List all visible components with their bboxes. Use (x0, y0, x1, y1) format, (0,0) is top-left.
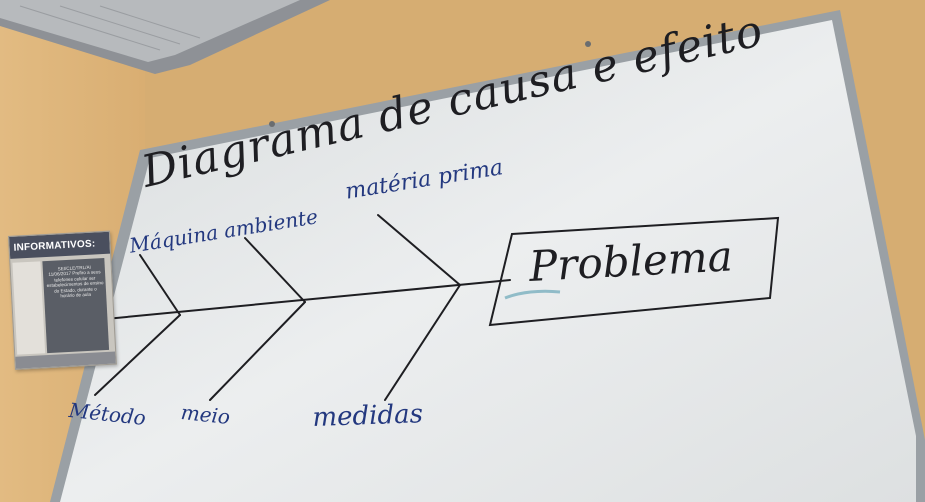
bone-meio (209, 301, 306, 401)
problem-box (488, 216, 780, 327)
bone-metodo (94, 314, 181, 396)
whiteboard-surface (60, 20, 916, 502)
bone-medidas (384, 284, 461, 401)
notice-header: INFORMATIVOS: (9, 231, 111, 259)
notice-side-panel (12, 261, 46, 355)
cause-label-meio: meio (179, 400, 232, 430)
notice-poster: INFORMATIVOS: SEI/CLE/TRL/AI 11/06/2017 … (8, 230, 117, 370)
bone-maquina-ambiente (139, 254, 181, 316)
fishbone-diagram (94, 214, 780, 401)
bone-ambiente (244, 237, 306, 303)
notice-title: INFORMATIVOS: (13, 237, 96, 254)
bone-materia-prima (377, 214, 461, 286)
board-clip (585, 41, 591, 47)
board-clip (269, 121, 275, 127)
cause-label-medidas: medidas (311, 399, 424, 433)
notice-body: SEI/CLE/TRL/AI 11/06/2017 Prefiro a seus… (42, 257, 110, 354)
faint-blue-mark (504, 289, 561, 300)
effect-label-problema: Problema (527, 231, 734, 291)
notice-text: SEI/CLE/TRL/AI 11/06/2017 Prefiro a seus… (46, 264, 104, 299)
